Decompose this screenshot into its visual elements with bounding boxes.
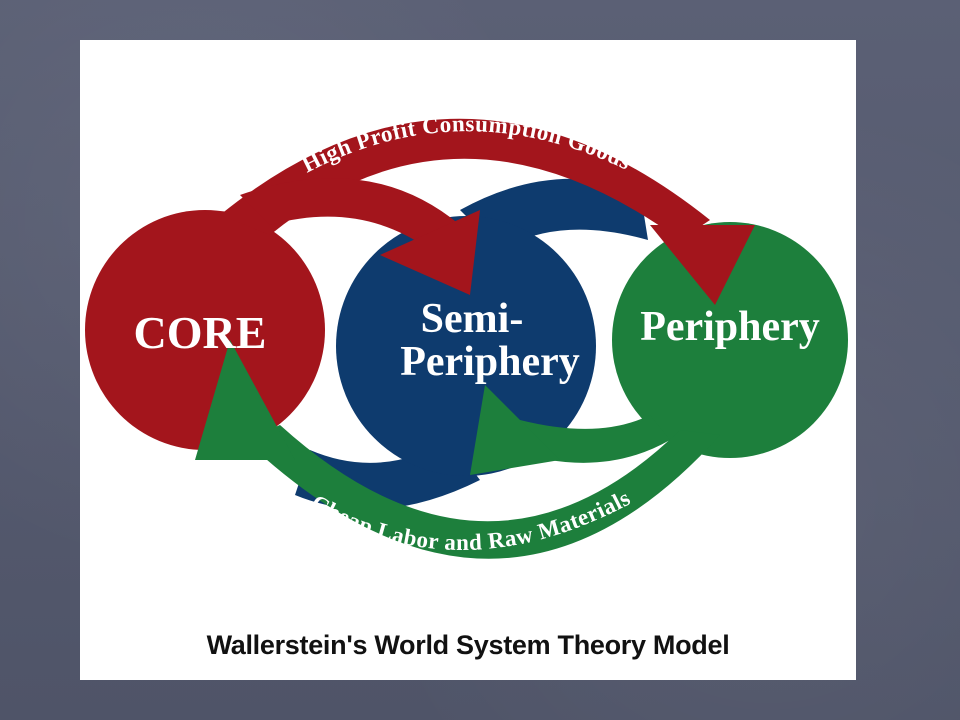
- diagram-panel: CORE Semi- Periphery Periphery High Prof…: [80, 40, 856, 680]
- cheap-labor-flow-arrow: [195, 340, 720, 559]
- semi-periphery-label-line1: Semi-: [421, 296, 524, 342]
- diagram-caption: Wallerstein's World System Theory Model: [206, 630, 730, 660]
- high-profit-flow-arrow: [220, 118, 755, 305]
- semi-periphery-label-line2: Periphery: [400, 339, 580, 385]
- periphery-circle: [612, 222, 848, 458]
- semi-periphery-circle: [336, 216, 596, 476]
- core-label: CORE: [134, 307, 267, 358]
- core-circle: [85, 210, 325, 450]
- periphery-to-semi-arrow: [470, 385, 670, 475]
- periphery-label: Periphery: [640, 304, 820, 350]
- core-to-semi-arrow: [240, 178, 480, 295]
- world-system-diagram: CORE Semi- Periphery Periphery High Prof…: [85, 111, 848, 559]
